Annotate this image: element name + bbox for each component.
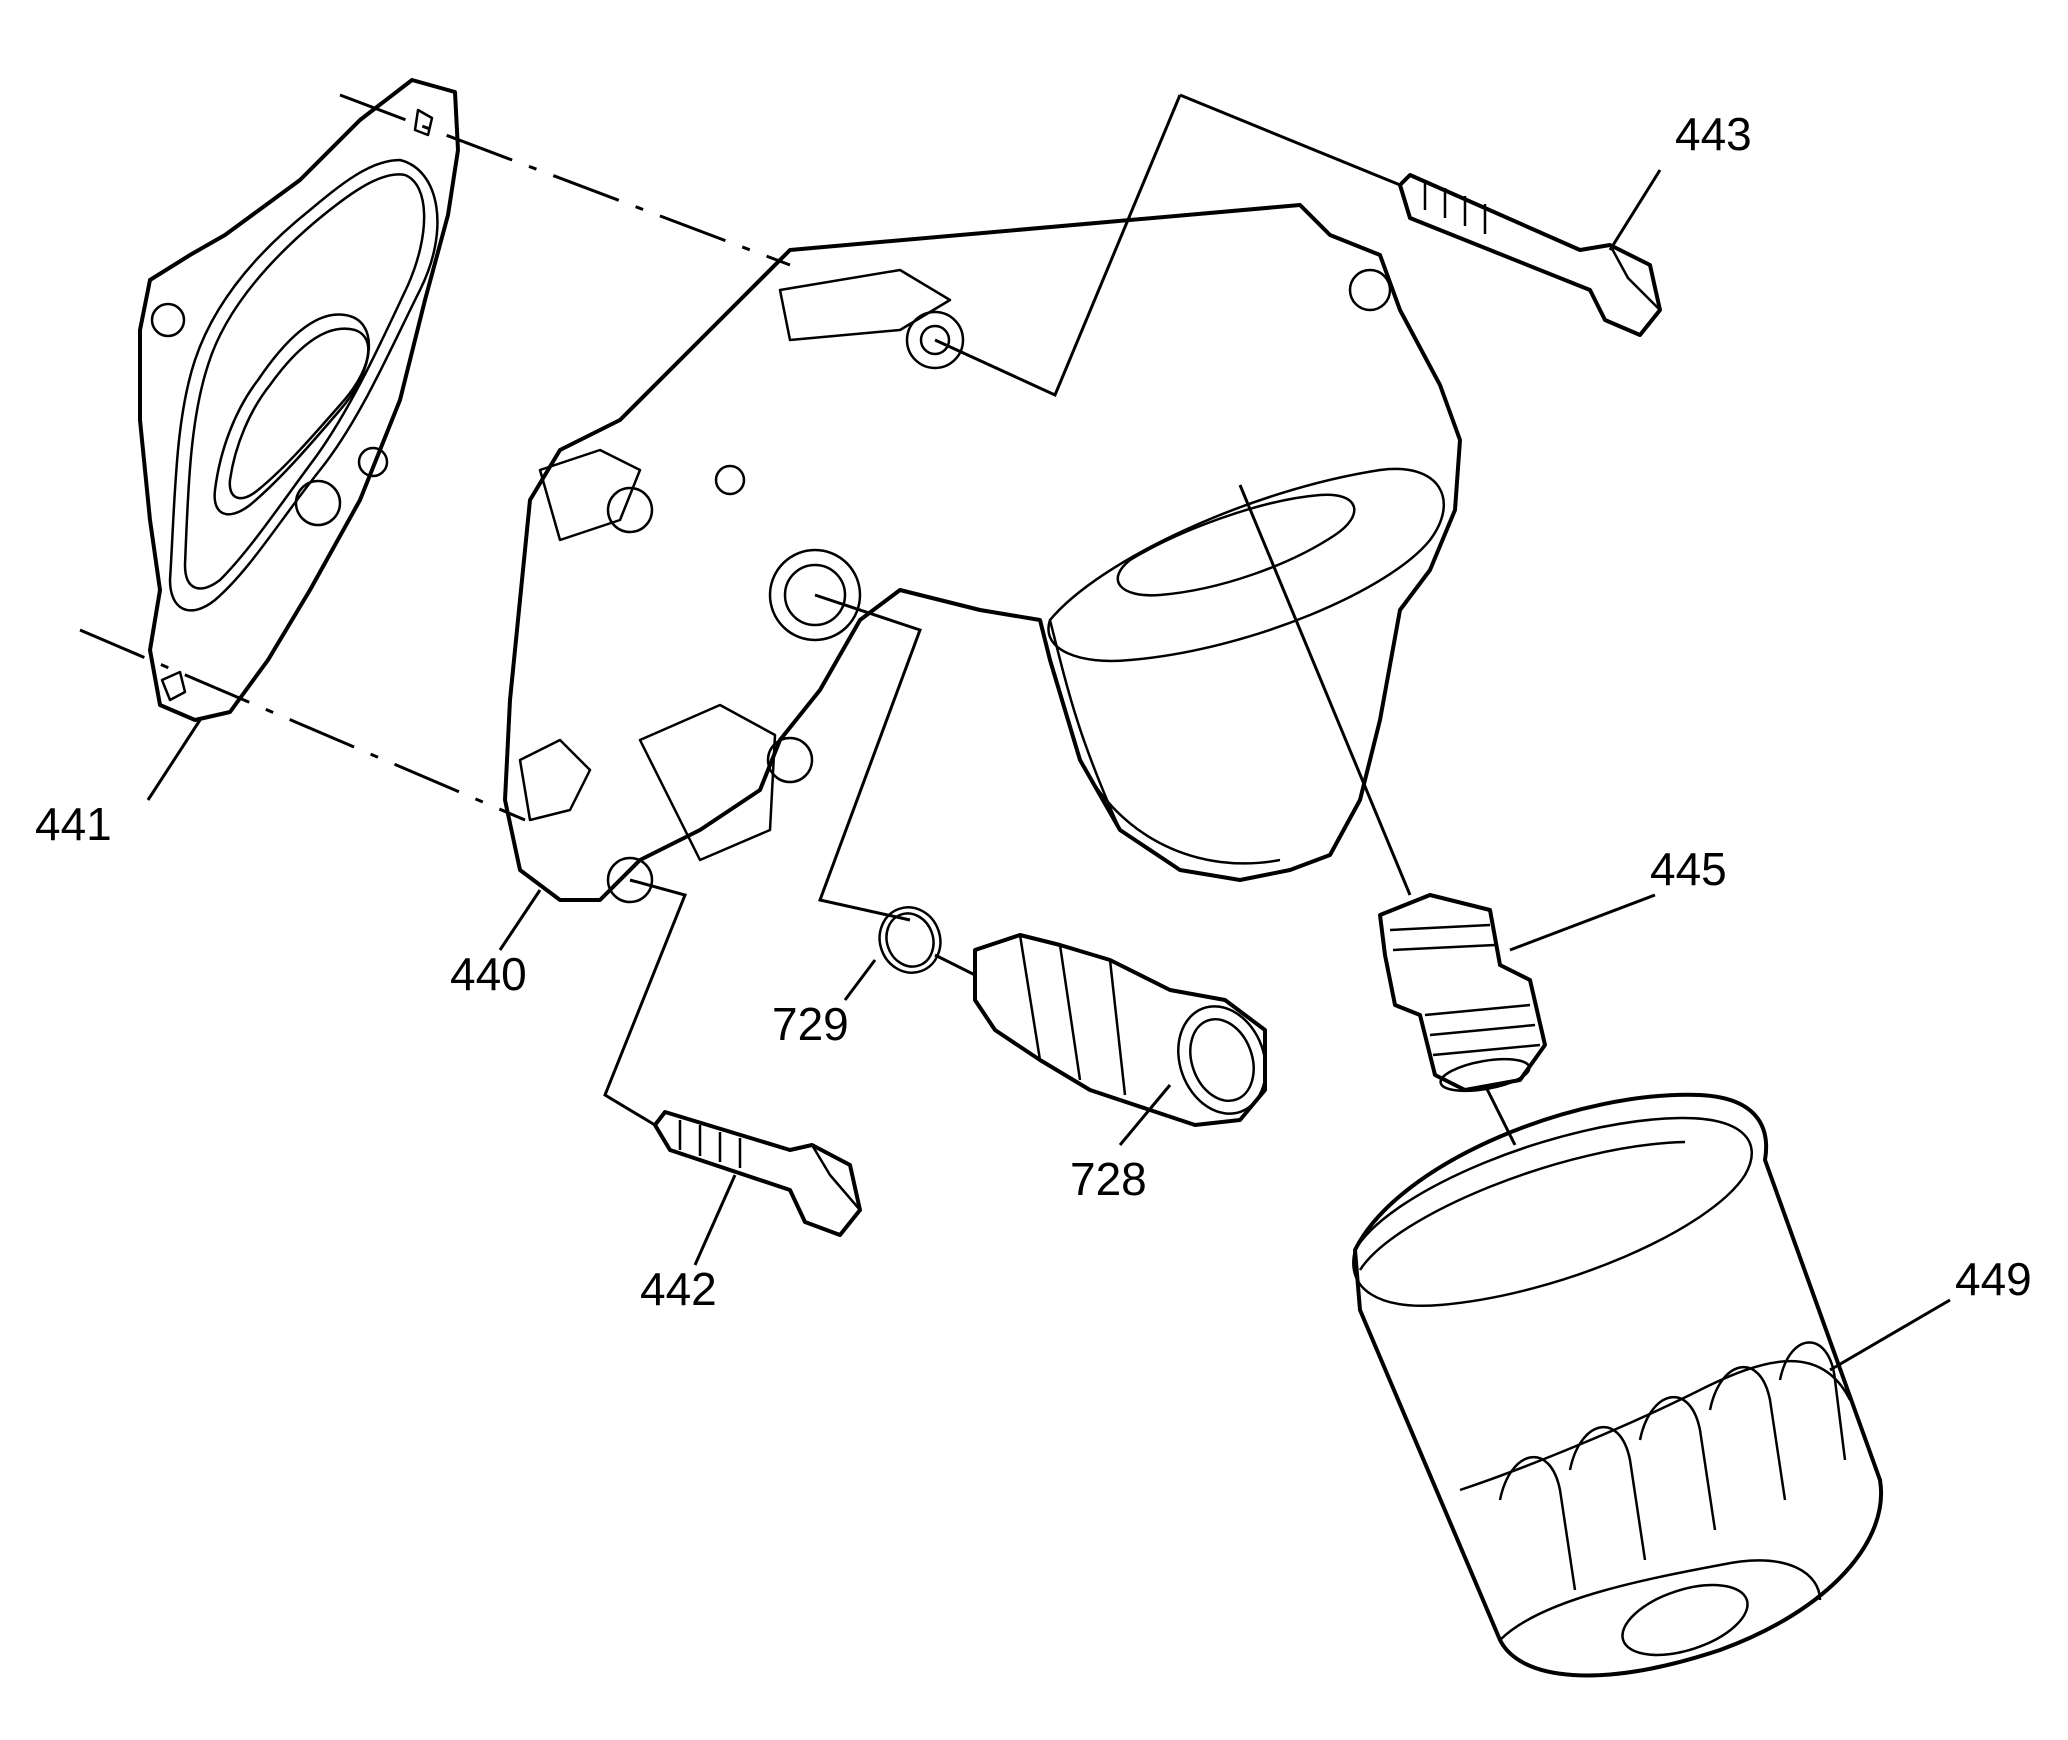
fitting-445 (1378, 893, 1547, 1093)
bolt-442 (653, 1110, 862, 1237)
callout-729: 729 (772, 998, 849, 1050)
callout-443: 443 (1675, 108, 1752, 160)
o-ring-729 (878, 906, 942, 974)
oil-filter-adapter-440 (503, 203, 1462, 904)
leader-lines (146, 93, 1951, 1372)
callout-445: 445 (1650, 843, 1727, 895)
callout-labels: 441 440 442 443 445 449 728 729 (35, 108, 2032, 1315)
callout-449: 449 (1955, 1253, 2032, 1305)
callout-441: 441 (35, 798, 112, 850)
alignment-lines (79, 93, 791, 822)
gasket-441 (138, 78, 460, 722)
bolt-443 (1398, 173, 1662, 337)
oil-pressure-sensor-728 (973, 933, 1267, 1127)
callout-728: 728 (1070, 1153, 1147, 1205)
oil-filter-449 (1352, 1092, 1884, 1678)
callout-442: 442 (640, 1263, 717, 1315)
callout-440: 440 (450, 948, 527, 1000)
